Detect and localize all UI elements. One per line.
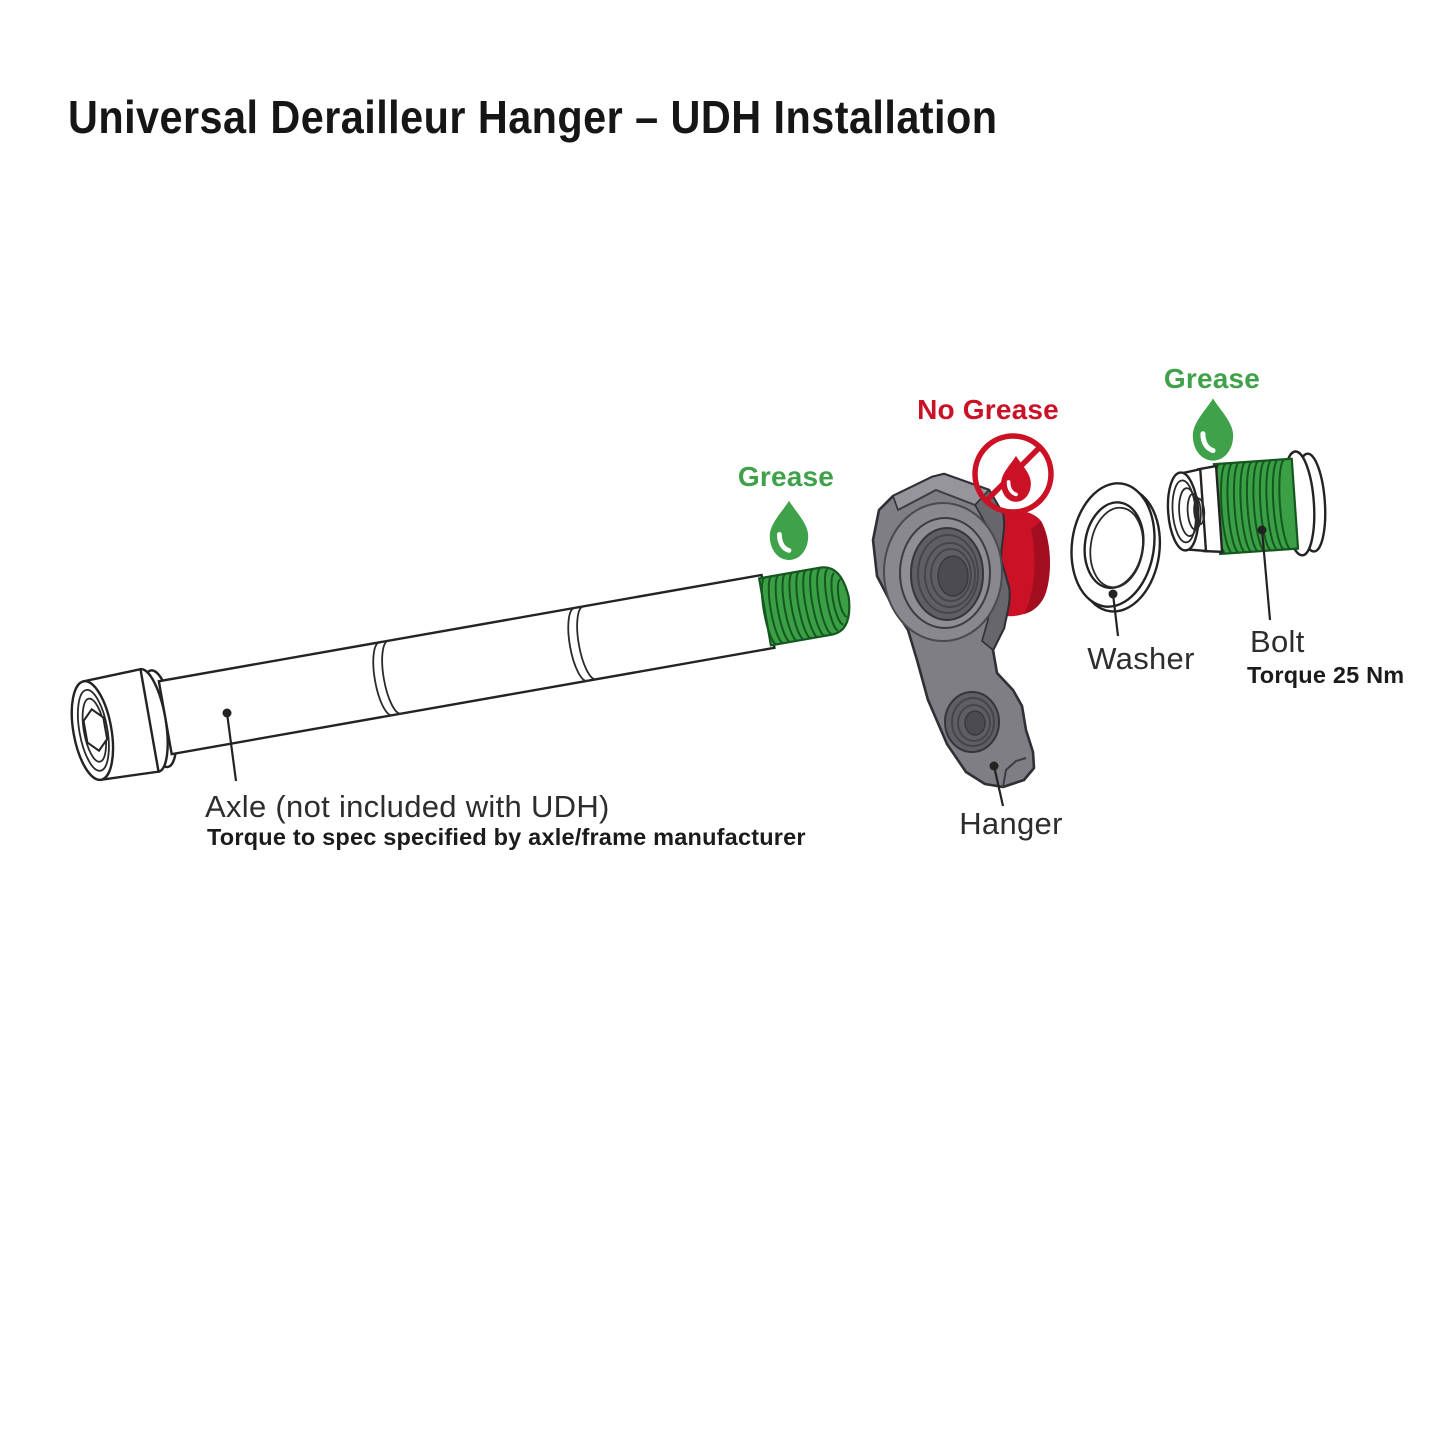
hanger-bolt-hole bbox=[944, 691, 1000, 753]
washer-leader-line bbox=[1108, 589, 1120, 637]
page-title: Universal Derailleur Hanger – UDH Instal… bbox=[68, 91, 998, 143]
axle-threads bbox=[757, 566, 851, 647]
axle-note: Torque to spec specified by axle/frame m… bbox=[207, 824, 806, 850]
hanger-leader-line bbox=[989, 761, 1005, 807]
grease-label-axle: Grease bbox=[737, 461, 835, 492]
hanger-drawing bbox=[871, 472, 1050, 789]
axle-label: Axle (not included with UDH) bbox=[205, 789, 610, 824]
grease-droplet-icon-bolt bbox=[1192, 398, 1234, 461]
no-grease-label: No Grease bbox=[917, 394, 1059, 425]
axle-drawing bbox=[70, 566, 851, 782]
bolt-threads bbox=[1212, 457, 1300, 556]
axle-leader-line bbox=[222, 708, 238, 782]
bolt-label: Bolt bbox=[1250, 624, 1305, 659]
leader-lines bbox=[222, 525, 1272, 807]
bolt-leader-line bbox=[1257, 525, 1272, 621]
grease-droplet-icon-axle bbox=[769, 500, 809, 560]
hanger-axle-hole bbox=[883, 502, 1003, 642]
axle-hex-socket bbox=[82, 707, 109, 753]
no-grease-icon bbox=[972, 433, 1054, 515]
hanger-label: Hanger bbox=[959, 806, 1063, 841]
bolt-note: Torque 25 Nm bbox=[1247, 662, 1405, 688]
washer-drawing bbox=[1070, 482, 1162, 613]
washer-label: Washer bbox=[1087, 641, 1195, 676]
bolt-drawing bbox=[1166, 450, 1327, 557]
grease-label-bolt: Grease bbox=[1163, 363, 1261, 394]
